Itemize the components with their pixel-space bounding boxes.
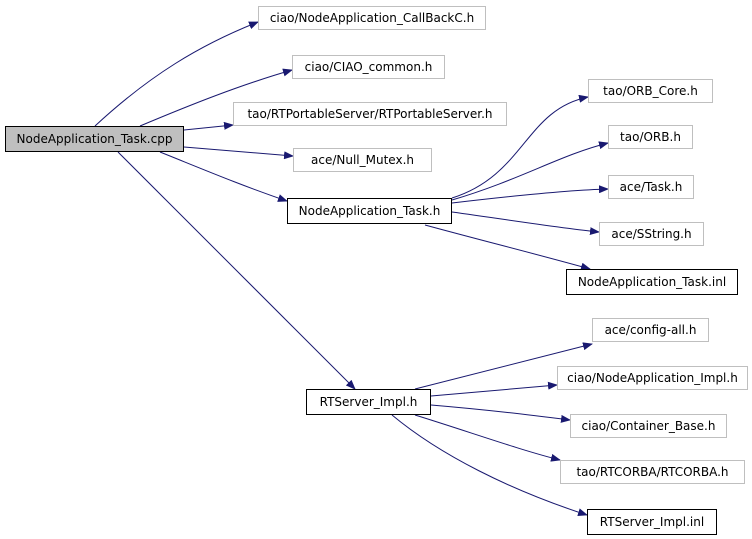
edge-cpp-to-ciao-common (139, 68, 293, 127)
edge-impl-h-to-container-base (430, 404, 571, 423)
node-nodeapplication-callbackc-h[interactable]: ciao/NodeApplication_CallBackC.h (258, 6, 486, 30)
edge-task-h-to-orb (451, 141, 609, 201)
node-nodeapplication-task-inl[interactable]: NodeApplication_Task.inl (566, 269, 738, 295)
node-ciao-common-h[interactable]: ciao/CIAO_common.h (292, 55, 445, 79)
node-rtportableserver-h[interactable]: tao/RTPortableServer/RTPortableServer.h (233, 102, 507, 126)
node-nodeapplication-task-h[interactable]: NodeApplication_Task.h (287, 198, 452, 224)
edge-cpp-to-null-mutex (183, 146, 294, 160)
edge-task-h-to-orb-core (451, 94, 589, 199)
node-orb-core-h[interactable]: tao/ORB_Core.h (588, 79, 713, 103)
node-config-all-h[interactable]: ace/config-all.h (592, 318, 709, 342)
edge-task-h-to-task (451, 185, 609, 204)
edge-task-h-to-inl (424, 224, 591, 271)
edge-cpp-to-rtportableserver (183, 121, 234, 131)
edge-cpp-to-nodeapp-task-h (159, 151, 288, 202)
node-rtserver-impl-h[interactable]: RTServer_Impl.h (306, 389, 431, 415)
node-null-mutex-h[interactable]: ace/Null_Mutex.h (293, 148, 432, 172)
node-nodeapplication-task-cpp[interactable]: NodeApplication_Task.cpp (5, 126, 184, 152)
edge-impl-h-to-config-all (414, 342, 593, 390)
edge-cpp-to-callbackc (94, 21, 259, 127)
node-container-base-h[interactable]: ciao/Container_Base.h (570, 414, 727, 438)
edge-impl-h-to-nodeapp-impl (430, 381, 558, 397)
node-orb-h[interactable]: tao/ORB.h (608, 125, 693, 149)
node-nodeapplication-impl-h[interactable]: ciao/NodeApplication_Impl.h (557, 366, 748, 390)
node-rtserver-impl-inl[interactable]: RTServer_Impl.inl (587, 509, 717, 535)
node-task-h[interactable]: ace/Task.h (608, 175, 694, 199)
node-sstring-h[interactable]: ace/SString.h (599, 222, 704, 246)
node-rtcorba-h[interactable]: tao/RTCORBA/RTCORBA.h (560, 460, 745, 484)
edge-impl-h-to-impl-inl (391, 414, 588, 517)
edge-task-h-to-sstring (451, 211, 600, 236)
edge-cpp-to-rtserver-impl-h (117, 151, 356, 390)
edge-impl-h-to-rtcorba (414, 414, 561, 462)
